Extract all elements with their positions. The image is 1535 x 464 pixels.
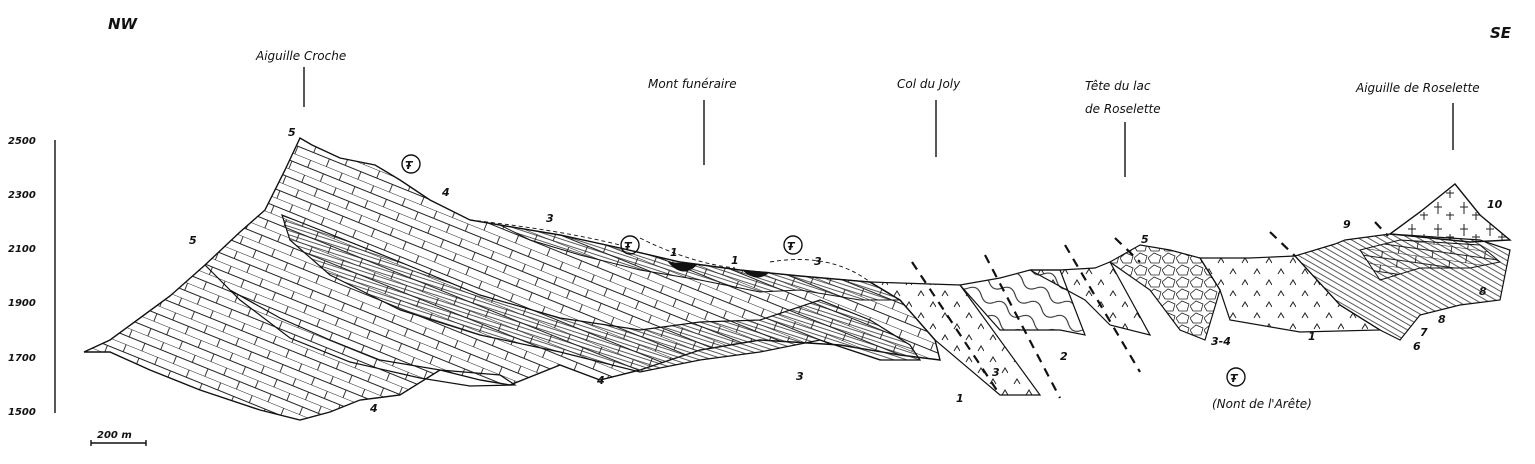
syncline-fill [668, 262, 770, 278]
unit-label: 1 [731, 254, 739, 267]
unit-label: 1 [670, 246, 678, 259]
unit-label: 8 [1438, 313, 1446, 326]
tick-2300: 2300 [8, 190, 36, 201]
scale-bar-label: 200 m [97, 430, 132, 441]
folded-unit-3 [958, 269, 1086, 336]
unit-label: 4 [596, 374, 605, 387]
label-aiguille-croche: Aiguille Croche [255, 49, 346, 63]
tick-2100: 2100 [8, 244, 36, 255]
scale-bar: 200 m [90, 430, 147, 446]
unit-label: 7 [1420, 326, 1428, 339]
unit-label: 3 [796, 370, 804, 383]
circled-t-icon: Ŧ [787, 240, 796, 253]
unit-label: 3 [546, 212, 554, 225]
unit-label: 3 [814, 255, 822, 268]
label-mont-funeraire: Mont funéraire [648, 77, 737, 91]
limestone-unit-8 [1359, 239, 1502, 281]
label-col-du-joly: Col du Joly [897, 77, 961, 91]
unit-label: 9 [1343, 218, 1351, 231]
unit-label: 5 [1141, 233, 1149, 246]
basement-unit-2 [1029, 261, 1152, 336]
unit-label: 8 [1479, 285, 1487, 298]
dotted-lens-unit [204, 264, 517, 387]
tick-1900: 1900 [8, 298, 36, 309]
label-aiguille-de-roselette: Aiguille de Roselette [1355, 81, 1480, 95]
unit-label: 1 [1308, 330, 1316, 343]
tick-1500: 1500 [8, 407, 36, 418]
unit-label: 4 [369, 402, 378, 415]
circled-t-icon: Ŧ [405, 159, 414, 172]
unit-label: 5 [288, 126, 296, 139]
direction-se: SE [1490, 24, 1512, 42]
shale-band-upper [499, 224, 902, 301]
unit-label: 3-4 [1211, 335, 1231, 348]
circled-t-icon: Ŧ [624, 240, 633, 253]
granite-peak-unit-10 [1388, 183, 1512, 243]
tick-1700: 1700 [8, 353, 36, 364]
elevation-axis: 2500 2300 2100 1900 1700 1500 [8, 136, 56, 418]
faults [911, 221, 1389, 399]
unit-label: 1 [956, 392, 964, 405]
circled-t-icon: Ŧ [1230, 372, 1239, 385]
unit-label: 4 [441, 186, 450, 199]
eroded-profile-dashed [469, 219, 871, 283]
unit-label: 3 [992, 366, 1000, 379]
unit-label: 10 [1487, 198, 1503, 211]
tick-2500: 2500 [8, 136, 36, 147]
unit-label: 2 [1060, 350, 1068, 363]
label-de-roselette: de Roselette [1085, 102, 1161, 116]
direction-nw: NW [108, 15, 139, 33]
unit-label: 5 [189, 234, 197, 247]
circled-t-symbols: Ŧ Ŧ Ŧ Ŧ [401, 154, 1246, 387]
label-mont-de-larete: (Nont de l'Arête) [1212, 397, 1312, 411]
unit-label: 6 [1413, 340, 1421, 353]
label-tete-du-lac: Tête du lac [1085, 79, 1151, 93]
place-markers [303, 67, 1454, 177]
shale-band [281, 213, 922, 373]
unit-labels: 5 5 4 4 4 3 1 1 3 3 1 3 2 5 3-4 1 9 10 8… [189, 126, 1503, 415]
